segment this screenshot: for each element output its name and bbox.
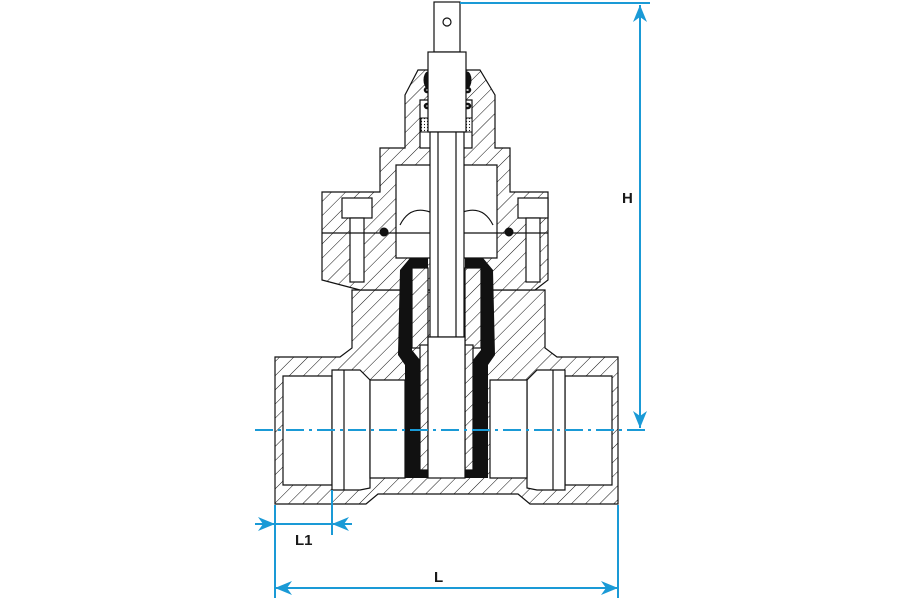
height-label: H <box>622 190 633 207</box>
stem <box>427 1 467 338</box>
bolt-head-left <box>341 197 373 219</box>
o-ring-right <box>504 227 514 237</box>
bolt-head-right <box>517 197 549 219</box>
gate-wedge <box>398 258 495 479</box>
length-label: L <box>434 569 443 586</box>
bolt-right <box>525 217 541 283</box>
thread-length-label: L1 <box>295 532 313 549</box>
o-ring-left <box>379 227 389 237</box>
dimensions: H L1 L <box>255 2 650 598</box>
bolt-left <box>349 217 365 283</box>
